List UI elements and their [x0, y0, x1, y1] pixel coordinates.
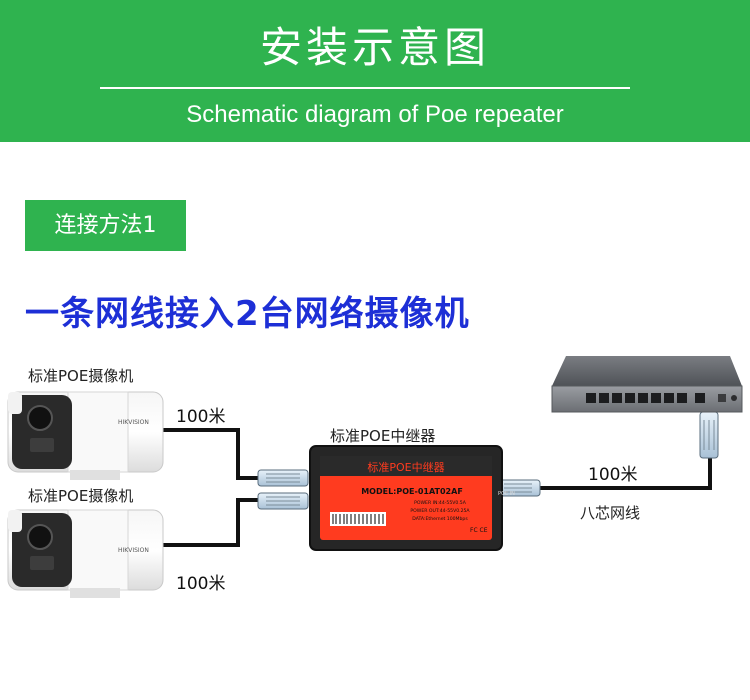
cable-cam2	[160, 498, 262, 547]
page-title-en: Schematic diagram of Poe repeater	[186, 101, 564, 128]
repeater-power-in: POWER IN:44-55V0.5A	[414, 500, 467, 506]
repeater-side-text: POE IN	[498, 491, 515, 497]
network-switch-icon	[551, 356, 743, 413]
rj45-plug-switch-icon	[699, 411, 719, 459]
header-banner: 安装示意图 Schematic diagram of Poe repeater	[0, 0, 750, 142]
repeater-label: 标准POE中继器	[330, 427, 436, 445]
camera-1-label: 标准POE摄像机	[28, 367, 134, 385]
repeater-panel-title: 标准POE中继器	[367, 460, 444, 474]
diagram-subtitle: 一条网线接入2台网络摄像机	[25, 294, 470, 334]
distance-cam1: 100米	[176, 407, 226, 427]
rj45-plug-bottom-icon	[257, 492, 309, 510]
camera-2-label: 标准POE摄像机	[28, 487, 134, 505]
cable-type-label: 八芯网线	[580, 504, 641, 522]
distance-cam2: 100米	[176, 574, 226, 594]
camera-1-icon	[7, 391, 164, 480]
repeater-model: MODEL:POE-01AT02AF	[361, 487, 463, 496]
repeater-power-out: POWER OUT:44-55V0.25A	[410, 508, 470, 514]
repeater-fc-mark: FC CE	[470, 527, 488, 534]
cable-cam1	[160, 428, 262, 480]
camera-1-brand: HIKVISION	[118, 419, 149, 426]
cable-switch	[530, 455, 712, 490]
poe-repeater-icon	[309, 445, 503, 551]
page-title: 安装示意图	[259, 23, 490, 72]
camera-2-brand: HIKVISION	[118, 547, 149, 554]
rj45-plug-top-icon	[257, 469, 309, 487]
distance-switch: 100米	[588, 465, 638, 485]
method-badge: 连接方法1	[25, 200, 186, 251]
title-divider	[100, 87, 630, 89]
repeater-data-rate: DATA:Ethernet 100Mbps	[412, 516, 468, 522]
camera-2-icon	[7, 509, 164, 598]
